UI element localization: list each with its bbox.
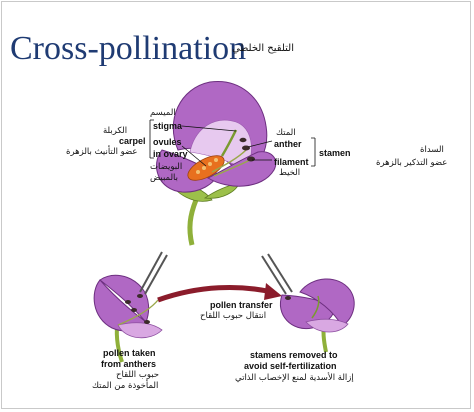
donor-flower-anther <box>144 320 150 324</box>
pollen-taken-label-line1: pollen taken <box>103 348 156 358</box>
carpel-description-arabic: عضو التأنيث بالزهرة <box>66 147 138 157</box>
slide-title: Cross-pollination <box>10 30 247 67</box>
donor-flower-anther <box>131 308 137 312</box>
main-flower-filament <box>213 159 251 177</box>
pollen-anther <box>285 296 291 300</box>
stamens-removed-label-line2: avoid self-fertilization <box>244 361 337 371</box>
stigma-arabic-label: الميسم <box>150 108 176 118</box>
donor-flower <box>93 274 163 363</box>
tweezer-arm <box>267 253 293 293</box>
stigma-label: stigma <box>153 121 183 131</box>
main-flower-anther <box>247 156 255 162</box>
pollen-transfer-label: pollen transfer <box>210 300 273 310</box>
arrowhead-icon <box>264 283 282 300</box>
donor-flower-anther <box>137 294 143 298</box>
anther-label: anther <box>274 139 302 149</box>
main-flower-anther <box>242 145 250 151</box>
stamen-description-arabic: عضو التذكير بالزهرة <box>376 158 448 168</box>
ovules-label: ovules <box>153 137 182 147</box>
pollen-taken-label-line2: from anthers <box>101 359 157 369</box>
donor-flower-filament <box>117 299 159 326</box>
ovule <box>202 166 206 170</box>
in-ovary-label: in ovary <box>153 149 188 159</box>
carpel-label: carpel <box>119 136 146 146</box>
ovule <box>196 170 200 174</box>
tweezer-arm <box>139 251 163 293</box>
ovules-arabic-label: البويضات <box>150 162 183 172</box>
filament-label: filament <box>274 157 309 167</box>
stigma-leader <box>181 125 237 132</box>
pollen-transfer-arrow <box>157 285 273 303</box>
leader-lines <box>149 119 316 167</box>
ovary-arabic-label: بالمبيض <box>150 173 179 183</box>
pollen-transfer-arabic: انتقال حبوب اللقاح <box>200 311 267 321</box>
carpel-arabic-label: الكربلة <box>103 126 128 136</box>
left-tweezers-icon <box>139 251 168 295</box>
anther-leader <box>247 140 273 148</box>
pollen-taken-arabic-line1: حبوب اللقاح <box>116 370 160 380</box>
donor-flower-anther <box>125 300 131 304</box>
main-flower-lower-petal <box>156 149 219 193</box>
ovule <box>208 162 212 166</box>
main-flower-filament <box>211 149 247 173</box>
pollen-taken-arabic-line2: المأخوذة من المتك <box>92 381 159 391</box>
main-flower-anther <box>239 137 247 143</box>
tweezer-arm <box>144 254 168 295</box>
donor-flower-keel <box>117 322 163 339</box>
stamens-removed-label-line1: stamens removed to <box>250 350 338 360</box>
main-flower-stem <box>187 199 199 246</box>
anther-arabic-label: المتك <box>276 128 296 138</box>
stamen-bracket-ends <box>311 137 315 167</box>
ovules-leader <box>181 145 207 167</box>
main-flower-style <box>220 129 238 157</box>
recipient-flower-keel <box>305 318 349 333</box>
slide-title-arabic: التلقيح الخلطي <box>232 43 294 54</box>
recipient-flower-petal <box>299 278 355 327</box>
recipient-flower <box>280 278 355 353</box>
tweezer-arm <box>261 255 287 295</box>
main-flower <box>156 81 277 246</box>
stamen-arabic-label: السداة <box>420 145 444 155</box>
recipient-flower-style <box>311 295 320 319</box>
ovule <box>214 158 218 162</box>
stamen-label: stamen <box>319 148 351 158</box>
filament-arabic-label: الخيط <box>279 168 301 178</box>
right-tweezers-icon <box>261 253 293 300</box>
carpel-bracket-ends <box>150 119 154 159</box>
stamens-removed-arabic: إزالة الأسدية لمنع الإخصاب الذاتي <box>235 373 354 383</box>
